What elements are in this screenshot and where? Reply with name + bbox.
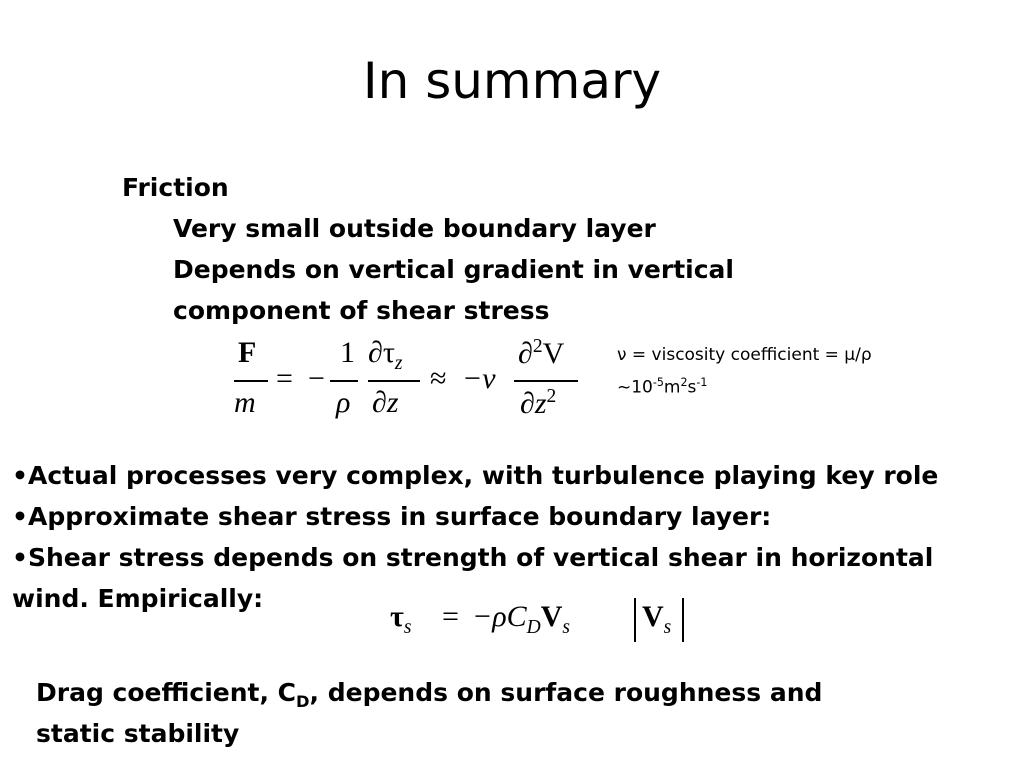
eq1-fraction-bar-2 <box>330 380 358 382</box>
eq2-s3: s <box>663 617 672 638</box>
viscosity-line-2: ~10-5m2s-1 <box>617 369 707 402</box>
eq2-rhs: −ρCDVs <box>472 600 570 639</box>
eq1-dtau: ∂τz <box>368 336 402 375</box>
eq1-fraction-bar-3 <box>368 380 420 382</box>
eq2-V2: Vs <box>642 600 671 639</box>
eq1-approx: ≈ <box>430 362 447 395</box>
eq1-d2v: ∂2V <box>518 336 564 371</box>
eq2-s2: s <box>562 617 571 638</box>
eq1-dz2: ∂z2 <box>520 386 556 421</box>
eq1-exp-2b: 2 <box>546 386 557 407</box>
eq1-z-sub: z <box>394 353 403 374</box>
shear-stress-equation: τs = −ρCDVs Vs <box>390 598 690 646</box>
eq1-fraction-bar-4 <box>514 380 578 382</box>
slide-title: In summary <box>362 52 662 110</box>
bullet-3-continued: wind. Empirically: <box>12 584 264 613</box>
bullet-1: •Actual processes very complex, with tur… <box>12 461 939 490</box>
friction-equation: F m = − 1 ρ ∂τz ∂z ≈ −ν ∂2V ∂z2 <box>230 336 590 436</box>
eq2-tau: τs <box>390 600 411 639</box>
eq1-exp-2: 2 <box>532 336 543 357</box>
eq1-minus: − <box>308 362 325 395</box>
eq1-dz: ∂z <box>372 386 399 419</box>
friction-line-3: component of shear stress <box>173 296 550 325</box>
friction-line-1: Very small outside boundary layer <box>173 214 656 243</box>
eq2-D: D <box>526 617 541 638</box>
eq2-rhs-text: −ρC <box>472 600 527 633</box>
eq2-abs-left <box>634 598 636 642</box>
viscosity-line-1: ν = viscosity coefficient = μ/ρ <box>617 345 872 365</box>
eq1-equals: = <box>276 362 293 395</box>
viscosity-exp-1: -5 <box>652 376 664 389</box>
eq1-rho: ρ <box>336 386 351 419</box>
viscosity-tilde: ~10 <box>617 377 653 398</box>
eq2-tau-text: τ <box>390 600 404 633</box>
eq1-dz2-text: ∂z <box>520 387 547 420</box>
eq2-s1: s <box>403 617 412 638</box>
friction-heading: Friction <box>122 173 229 202</box>
viscosity-m: m <box>663 377 681 398</box>
eq1-minus-nu: −ν <box>462 362 496 395</box>
eq1-V: V <box>542 337 565 370</box>
viscosity-exp-3: -1 <box>696 376 708 389</box>
drag-post: , depends on surface roughness and <box>309 678 823 707</box>
eq1-partial: ∂ <box>518 337 533 370</box>
eq1-dtau-text: ∂τ <box>368 336 395 369</box>
drag-line-1: Drag coefficient, CD, depends on surface… <box>36 672 822 722</box>
friction-line-2: Depends on vertical gradient in vertical <box>173 255 734 284</box>
eq2-V1: V <box>540 600 563 633</box>
eq1-m: m <box>234 386 256 419</box>
eq1-F: F <box>238 336 257 369</box>
viscosity-exp-2: 2 <box>680 376 688 389</box>
eq1-one: 1 <box>340 336 355 369</box>
eq2-equals: = <box>442 600 459 633</box>
drag-line-2: static stability <box>36 719 240 748</box>
eq1-fraction-bar <box>234 380 268 382</box>
bullet-3: •Shear stress depends on strength of ver… <box>12 543 934 572</box>
eq2-V2-text: V <box>642 600 664 633</box>
drag-pre: Drag coefficient, C <box>36 678 297 707</box>
viscosity-s: s <box>687 377 697 398</box>
bullet-2: •Approximate shear stress in surface bou… <box>12 502 772 531</box>
eq2-abs-right <box>682 598 684 642</box>
drag-sub: D <box>296 692 310 711</box>
